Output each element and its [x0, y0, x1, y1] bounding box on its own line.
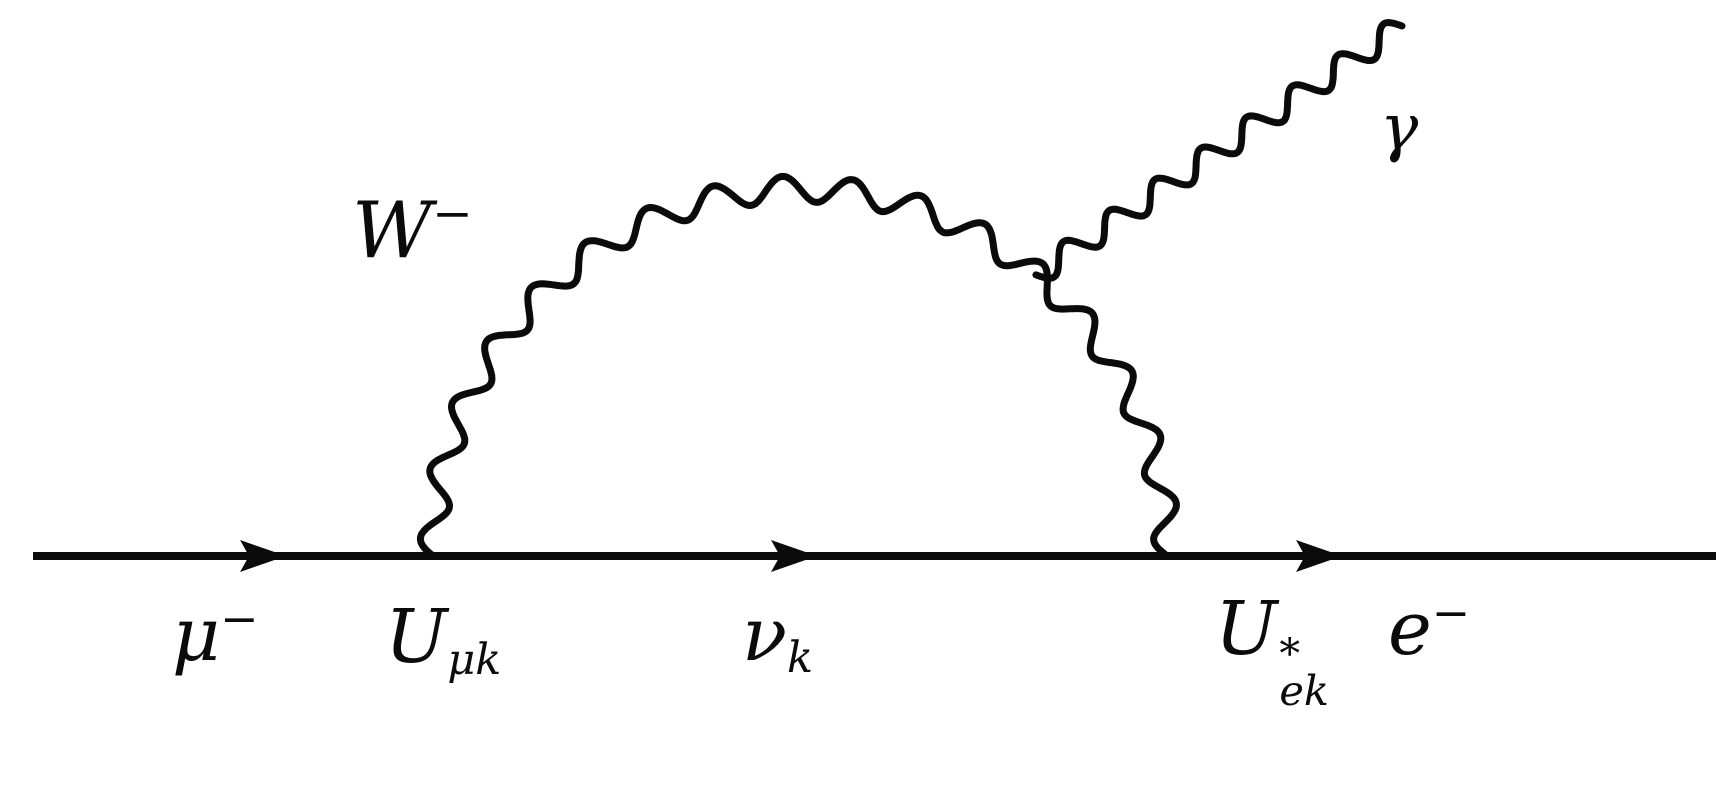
fermion-arrows: [240, 540, 1342, 572]
label-mixing-left: Uμk: [385, 600, 501, 681]
muon-symbol: μ: [172, 592, 221, 678]
label-photon: γ: [1380, 96, 1418, 160]
mixing-left-symbol: U: [385, 594, 448, 680]
mixing-right-subscript: ek: [1279, 667, 1330, 716]
label-neutrino: νk: [742, 598, 813, 679]
label-mixing-right: U*ek: [1215, 592, 1330, 716]
muon-charge: −: [220, 591, 259, 646]
w-boson-charge: −: [432, 186, 473, 242]
neutrino-subscript: k: [787, 633, 813, 684]
mixing-right-symbol: U: [1215, 586, 1278, 672]
mixing-right-scripts: *ek: [1279, 630, 1330, 716]
fermion-arrow: [1296, 540, 1342, 572]
neutrino-symbol: ν: [742, 592, 787, 678]
photon-symbol: γ: [1380, 91, 1419, 165]
fermion-arrow: [240, 540, 286, 572]
label-muon: μ−: [172, 595, 259, 672]
label-w-boson: W−: [352, 190, 473, 270]
fermion-arrow: [771, 540, 817, 572]
w-boson-symbol: W: [352, 186, 433, 276]
mixing-right-superscript: *: [1279, 630, 1301, 679]
electron-charge: −: [1431, 585, 1471, 640]
electron-symbol: e: [1388, 586, 1432, 672]
label-electron: e−: [1388, 589, 1470, 666]
w-boson-wavy-line: [416, 172, 1180, 560]
mixing-left-subscript: μk: [447, 635, 502, 686]
photon-wavy-line: [1032, 19, 1406, 282]
